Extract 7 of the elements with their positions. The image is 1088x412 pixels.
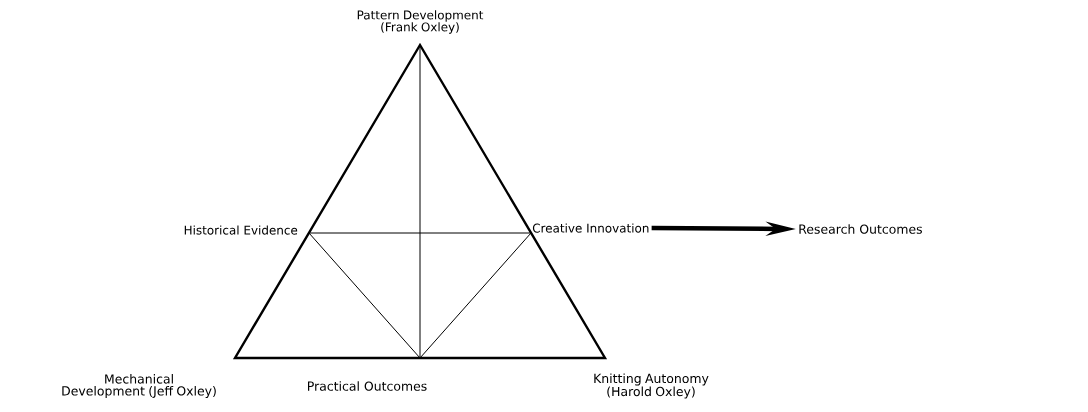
vertex-label: Pattern Development (Frank Oxley) bbox=[357, 10, 484, 34]
vertex-label: Practical Outcomes bbox=[308, 381, 427, 391]
node-label: Research Outcomes bbox=[799, 224, 922, 234]
vertex-label: Mechanical Development (Jeff Oxley) bbox=[62, 374, 216, 398]
vertex-label: Historical Evidence bbox=[184, 225, 298, 235]
vertex-label: Knitting Autonomy (Harold Oxley) bbox=[594, 373, 709, 399]
node-label: Creative Innovation bbox=[532, 223, 649, 233]
